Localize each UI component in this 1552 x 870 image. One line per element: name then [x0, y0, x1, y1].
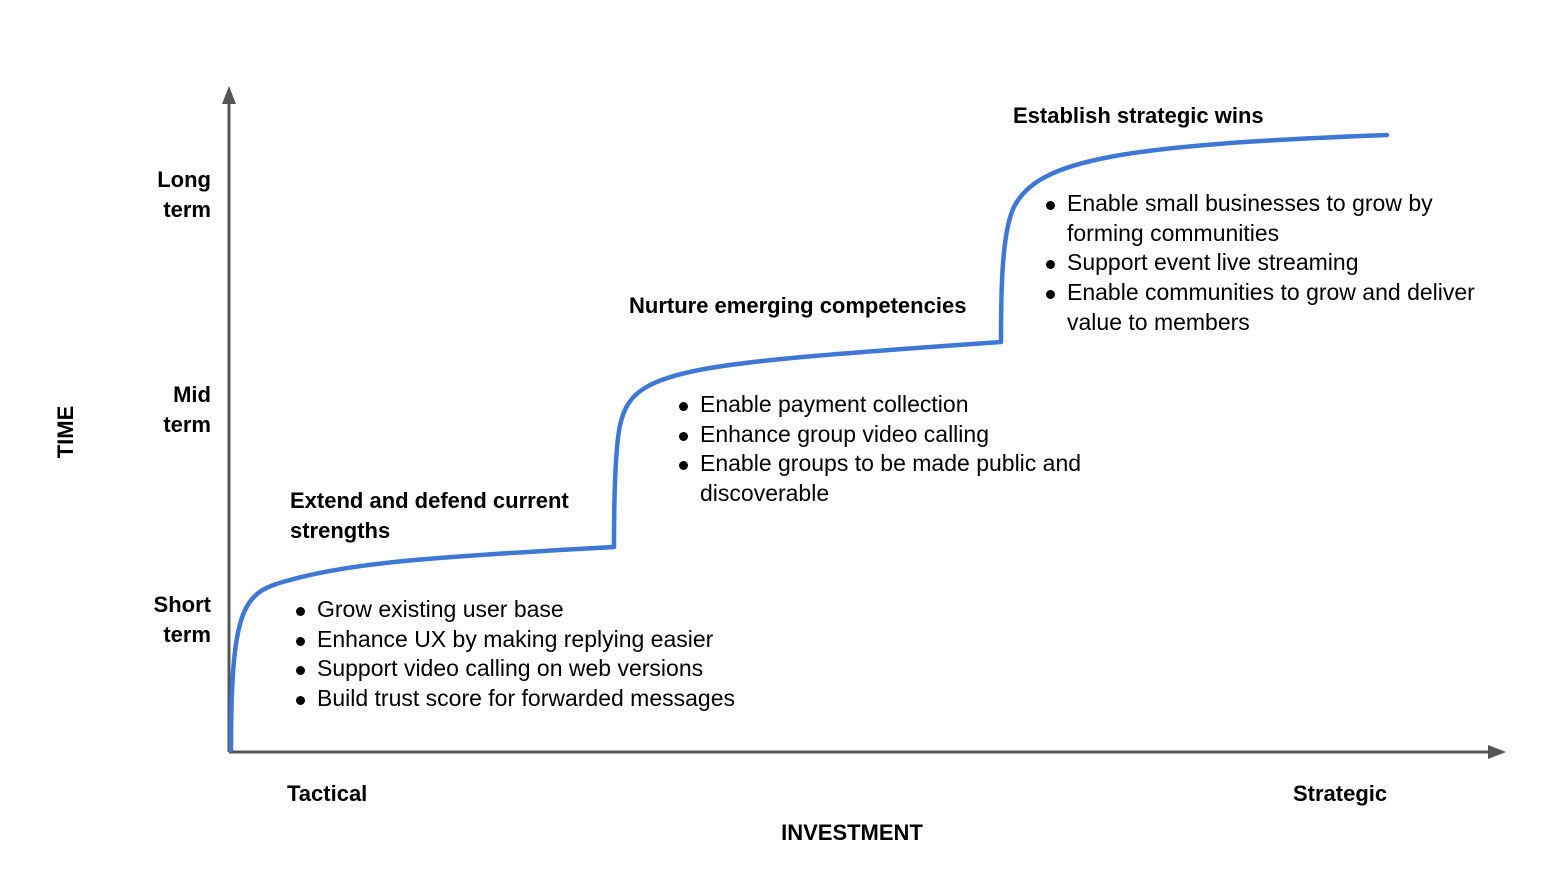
- stage-heading-line: strengths: [290, 518, 391, 543]
- x-axis-title: INVESTMENT: [781, 820, 923, 845]
- growth-step-curve: [228, 132, 1390, 753]
- stage-heading-line: Nurture emerging competencies: [629, 293, 967, 318]
- list-item: Build trust score for forwarded messages: [293, 684, 833, 714]
- list-item: Enable payment collection: [676, 390, 1116, 420]
- list-item: Enable groups to be made public and disc…: [676, 449, 1116, 508]
- stage-heading-line: Extend and defend current: [290, 488, 569, 513]
- y-level-mid-term: Mid term: [101, 380, 211, 440]
- stage-2-heading: Nurture emerging competencies: [629, 291, 966, 321]
- stage-2-bullet-list: Enable payment collection Enhance group …: [676, 390, 1116, 509]
- y-level-long-term: Long term: [101, 165, 211, 225]
- y-level-label-line: term: [163, 412, 211, 437]
- y-level-label-line: Mid: [173, 382, 211, 407]
- list-item: Enhance UX by making replying easier: [293, 625, 833, 655]
- x-axis-arrow-icon: [1488, 745, 1506, 759]
- list-item: Enable small businesses to grow by formi…: [1043, 189, 1513, 248]
- x-end-tactical: Tactical: [287, 781, 368, 806]
- y-level-label-line: term: [163, 197, 211, 222]
- y-axis-arrow-icon: [222, 86, 236, 104]
- list-item: Grow existing user base: [293, 595, 833, 625]
- stage-1-heading: Extend and defend current strengths: [290, 486, 569, 546]
- stage-3-heading: Establish strategic wins: [1013, 101, 1264, 131]
- y-level-label-line: term: [163, 622, 211, 647]
- stage-heading-line: Establish strategic wins: [1013, 103, 1264, 128]
- list-item: Support video calling on web versions: [293, 654, 833, 684]
- list-item: Enhance group video calling: [676, 420, 1116, 450]
- x-end-strategic: Strategic: [1293, 781, 1388, 806]
- stage-3-bullet-list: Enable small businesses to grow by formi…: [1043, 189, 1513, 338]
- list-item: Enable communities to grow and deliver v…: [1043, 278, 1513, 337]
- y-level-label-line: Long: [157, 167, 211, 192]
- list-item: Support event live streaming: [1043, 248, 1513, 278]
- y-level-label-line: Short: [153, 592, 211, 617]
- y-level-short-term: Short term: [101, 590, 211, 650]
- stage-1-bullet-list: Grow existing user base Enhance UX by ma…: [293, 595, 833, 714]
- y-axis-title: TIME: [53, 405, 78, 459]
